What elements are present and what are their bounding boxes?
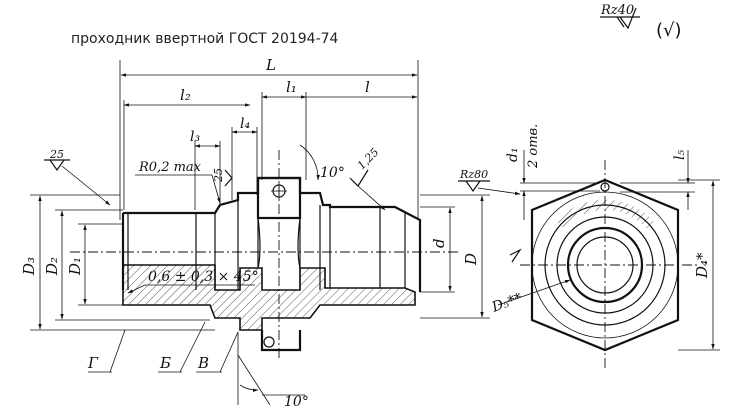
callout-B: Б bbox=[159, 354, 171, 372]
dim-D2: D₂ bbox=[43, 257, 61, 276]
roughness-25-left: 25 bbox=[49, 148, 64, 161]
dim-D1: D₁ bbox=[66, 257, 84, 276]
dimensions-right: d D bbox=[420, 194, 490, 319]
dim-L: L bbox=[265, 56, 276, 74]
dim-D5: D₅** bbox=[489, 290, 524, 316]
callout-G: Г bbox=[87, 354, 99, 372]
dim-d: d bbox=[430, 238, 448, 248]
callout-V: В bbox=[197, 354, 209, 372]
angle-top: 10° bbox=[320, 165, 345, 181]
dim-D: D bbox=[462, 253, 480, 266]
dim-D3: D₃ bbox=[20, 257, 38, 276]
dimensions-left: D₃ D₂ D₁ 0,6 ± 0,3 × 45° bbox=[20, 194, 259, 331]
dim-radius: R0,2 max bbox=[138, 160, 202, 175]
dim-l3: l₃ bbox=[190, 129, 200, 145]
roughness-other-label: (√) bbox=[656, 20, 682, 41]
roughness-25-mid: 25 bbox=[212, 168, 225, 183]
dim-chamfer: 0,6 ± 0,3 × 45° bbox=[148, 269, 259, 285]
roughness-rz80: Rz80 bbox=[459, 168, 488, 181]
roughness-125: 1,25 bbox=[355, 146, 382, 173]
dim-l4: l₄ bbox=[240, 116, 250, 132]
angle-bottom: 10° bbox=[284, 394, 309, 410]
dim-l: l bbox=[365, 78, 370, 96]
main-section-view bbox=[70, 150, 460, 360]
page-title: проходник ввертной ГОСТ 20194-74 bbox=[71, 31, 339, 47]
dim-d1: d₁ bbox=[505, 147, 521, 162]
dim-two-holes: 2 отв. bbox=[526, 124, 541, 169]
dim-l1: l₁ bbox=[286, 78, 297, 96]
roughness-general: Rz40 (√) bbox=[600, 3, 682, 41]
dim-D4: D₄* bbox=[693, 252, 711, 279]
dim-l5: l₅ bbox=[672, 150, 688, 160]
end-view-hexagon: D₄* l₅ d₁ 2 отв. Rz80 D₅** bbox=[458, 124, 720, 370]
callouts-bottom: Г Б В 10° bbox=[87, 321, 309, 410]
dim-l2: l₂ bbox=[180, 86, 191, 104]
rz40-label: Rz40 bbox=[600, 3, 634, 18]
